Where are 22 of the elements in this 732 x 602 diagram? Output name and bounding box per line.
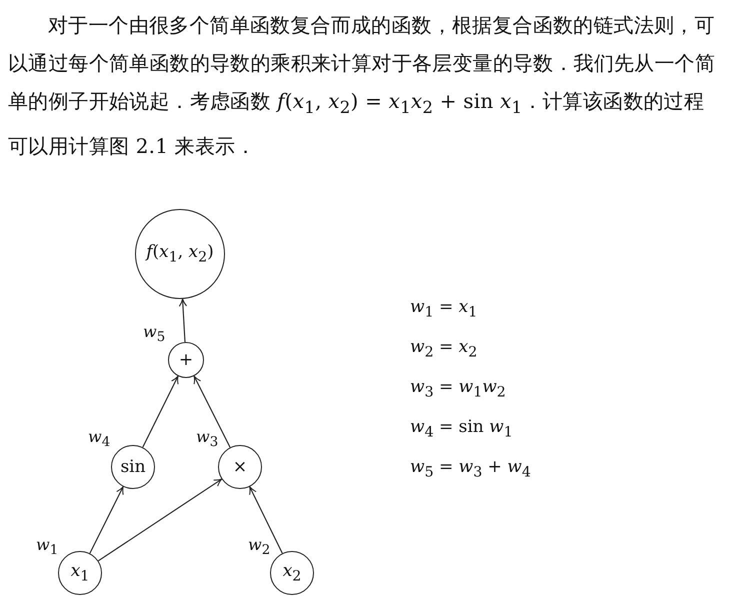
equation: w$_{2}$ = x$_{2}$: [410, 337, 478, 360]
equation: w$_{1}$ = x$_{1}$: [410, 297, 478, 320]
variable-label: w$_{4}$: [88, 427, 110, 450]
operation-circle: [218, 445, 262, 489]
node-label: f(x$_{1}$, x$_{2}$): [146, 242, 214, 266]
operation-circle: [270, 551, 314, 595]
operation-circle: [58, 551, 102, 595]
node-label: x$_{2}$: [282, 561, 302, 585]
variable-label: w$_{3}$: [196, 427, 218, 450]
variable-label: w$_{5}$: [143, 322, 166, 346]
node-label: +: [178, 350, 194, 370]
node-label: ×: [232, 457, 248, 477]
equation: w$_{3}$ = w$_{1}$w$_{2}$: [410, 377, 506, 400]
variable-label: w$_{2}$: [248, 535, 270, 558]
equation: w$_{5}$ = w$_{3}$ + w$_{4}$: [410, 457, 531, 480]
node-label: sin: [120, 457, 146, 477]
variable-label: w$_{1}$: [36, 535, 58, 558]
paragraph: 对于一个由很多个简单函数复合而成的函数，根据复合函数的链式法则，可以通过每个简单函数的导数的乘积来计算对于各层变量的导数．我们先从一个简单的例子开始说起．考虑函数 f(x$_{1}$, x$_{2}$) = x$_{1}$x$_{2}$ + sin x$_{1}$．计算该函数的过程可以用计算图 2.1 来表示．: [8, 12, 716, 160]
operation-circle: [111, 445, 155, 489]
equation: w$_{4}$ = sin w$_{1}$: [410, 417, 513, 440]
operation-circle: [168, 342, 204, 378]
node-label: x$_{1}$: [70, 561, 90, 585]
